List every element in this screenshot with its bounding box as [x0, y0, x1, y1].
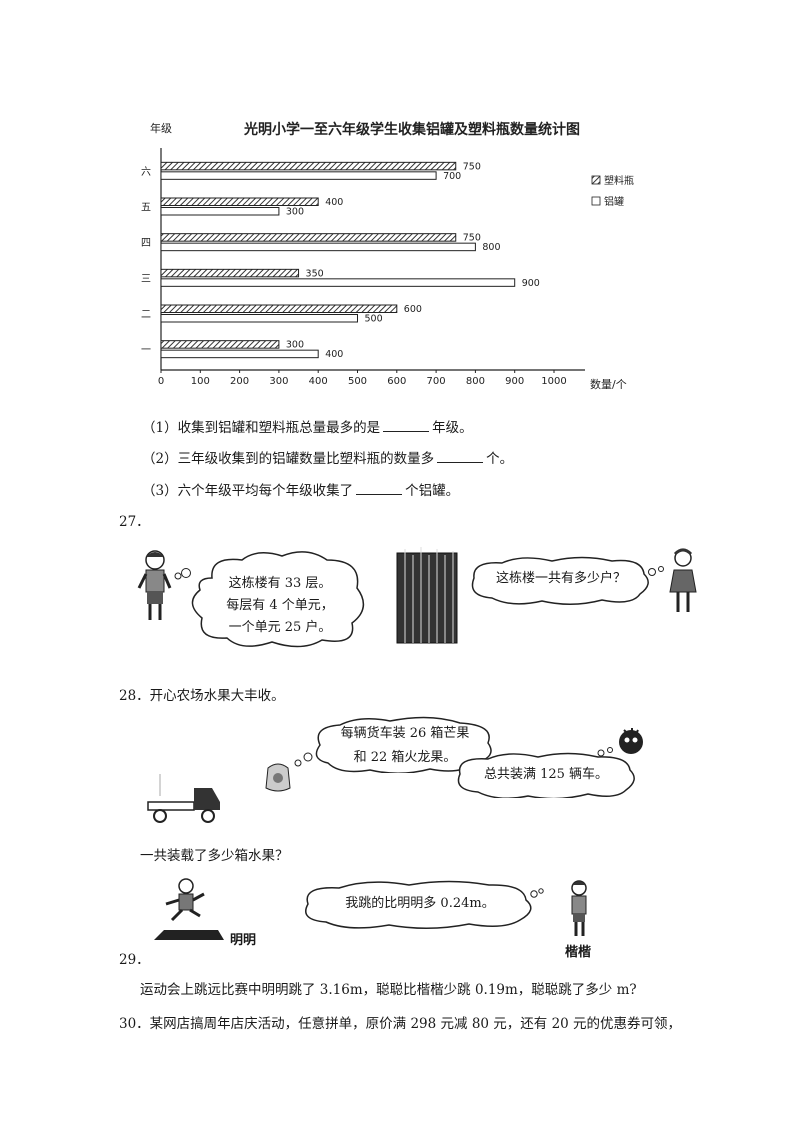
- x-tick-label: 300: [269, 376, 288, 387]
- bar-can: [160, 349, 319, 359]
- thought-cloud-jump: [305, 880, 544, 930]
- x-tick-label: 500: [348, 376, 367, 387]
- bar-plastic: [160, 340, 280, 349]
- data-label: 600: [404, 304, 422, 315]
- cloud-left-line-2: 每层有 4 个单元，: [226, 598, 334, 613]
- chart-title: 光明小学一至六年级学生收集铝罐及塑料瓶数量统计图: [243, 121, 580, 138]
- bar-plastic: [160, 268, 300, 278]
- problem-28-question: 一共装载了多少箱水果？: [140, 848, 289, 864]
- cloud-bubbles-fruit-2: [597, 747, 613, 757]
- data-label: 350: [306, 268, 324, 279]
- bag-illustration: [265, 763, 291, 792]
- x-tick-label: 800: [466, 376, 485, 387]
- problem-30-text: 30．某网店搞周年店庆活动，任意拼单，原价满 298 元减 80 元，还有 20…: [119, 1016, 682, 1032]
- cloud-fruit-2-text: 总共装满 125 辆车。: [483, 767, 609, 782]
- cloud-left-line-1: 这栋楼有 33 层。: [228, 576, 332, 591]
- thought-cloud-right: [471, 556, 664, 605]
- y-tick-label: 一: [141, 345, 151, 356]
- cloud-right-text: 这栋楼一共有多少户？: [495, 571, 626, 586]
- bar-plastic: [160, 304, 398, 313]
- building-illustration: [396, 547, 458, 644]
- question-3-suffix: 个铝罐。: [405, 483, 460, 499]
- x-tick-label: 600: [387, 376, 406, 387]
- legend-label-plastic: 塑料瓶: [604, 174, 634, 187]
- data-label: 400: [325, 197, 343, 208]
- question-1-suffix: 年级。: [432, 420, 473, 436]
- x-tick-label: 1000: [541, 376, 566, 387]
- problem-29-question: 运动会上跳远比赛中明明跳了 3.16m，聪聪比楷楷少跳 0.19m，聪聪跳了多少…: [140, 982, 637, 998]
- kaikai-illustration: [571, 880, 587, 936]
- legend-label-can: 铝罐: [604, 195, 624, 208]
- chart-legend: 塑料瓶 铝罐: [591, 174, 634, 208]
- bar-can: [160, 314, 358, 323]
- cloud-left-text: 这栋楼有 33 层。 每层有 4 个单元， 一个单元 25 户。: [210, 573, 350, 639]
- y-tick-label: 六: [141, 166, 151, 178]
- data-label: 300: [286, 207, 304, 218]
- question-2-suffix: 个。: [486, 451, 514, 467]
- name-mingming: 明明: [230, 933, 257, 948]
- thought-cloud-fruit-1: [294, 716, 492, 773]
- problem-29-number: 29．: [119, 952, 150, 968]
- name-kaikai: 楷楷: [565, 945, 592, 960]
- question-2-text: （2）三年级收集到的铝罐数量比塑料瓶的数量多: [142, 451, 435, 467]
- cloud-fruit-1-line-2: 和 22 箱火龙果。: [353, 750, 457, 765]
- y-tick-label: 二: [141, 310, 151, 321]
- bird-illustration: [619, 728, 643, 754]
- y-tick-label: 三: [141, 274, 151, 285]
- problem-27-number: 27．: [119, 514, 150, 530]
- answer-blank-3[interactable]: [356, 482, 403, 495]
- bar-can: [160, 242, 476, 252]
- x-tick-label: 0: [158, 376, 164, 387]
- bar-can: [160, 171, 437, 180]
- cloud-fruit-1-line-1: 每辆货车装 26 箱芒果: [340, 726, 470, 741]
- question-2: （2）三年级收集到的铝罐数量比塑料瓶的数量多 个。: [142, 447, 513, 467]
- answer-blank-2[interactable]: [437, 450, 484, 463]
- x-tick-label: 400: [309, 376, 328, 387]
- data-label: 700: [443, 171, 461, 182]
- bar-chart: 光明小学一至六年级学生收集铝罐及塑料瓶数量统计图 年级 数量/个 0 100 200…: [141, 121, 634, 391]
- boy-illustration: [137, 550, 172, 620]
- data-label: 800: [482, 242, 500, 253]
- x-tick-label: 700: [427, 376, 446, 387]
- bar-plastic: [160, 233, 457, 242]
- data-label: 750: [463, 161, 481, 172]
- data-label: 900: [522, 278, 540, 289]
- x-tick-label: 900: [505, 376, 524, 387]
- y-tick-label: 五: [141, 203, 151, 214]
- y-axis-label: 年级: [150, 121, 172, 135]
- bar-can: [160, 207, 280, 216]
- bar-plastic: [160, 161, 457, 171]
- bar-can: [160, 278, 516, 287]
- cloud-left-line-3: 一个单元 25 户。: [228, 620, 332, 635]
- cloud-jump-text: 我跳的比明明多 0.24m。: [345, 896, 495, 911]
- cloud-fruit-1-text: 每辆货车装 26 箱芒果 和 22 箱火龙果。: [330, 722, 480, 770]
- bar-plastic: [160, 197, 319, 206]
- question-3-text: （3）六个年级平均每个年级收集了: [142, 483, 354, 499]
- girl-illustration: [669, 548, 697, 612]
- question-1: （1）收集到铝罐和塑料瓶总量最多的是 年级。: [142, 416, 473, 436]
- data-label: 500: [365, 314, 383, 325]
- problem-28-heading: 28．开心农场水果大丰收。: [119, 688, 285, 704]
- jumping-boy-illustration: [154, 878, 224, 940]
- legend-swatch-plastic: [591, 175, 601, 185]
- question-1-text: （1）收集到铝罐和塑料瓶总量最多的是: [142, 420, 381, 436]
- question-3: （3）六个年级平均每个年级收集了 个铝罐。: [142, 479, 459, 499]
- x-tick-label: 200: [230, 376, 249, 387]
- truck-illustration: [147, 774, 220, 823]
- x-tick-label: 100: [191, 376, 210, 387]
- thought-cloud-fruit-2: [457, 752, 635, 798]
- data-label: 300: [286, 340, 304, 351]
- data-label: 400: [325, 349, 343, 360]
- thought-cloud-left: [174, 551, 365, 648]
- answer-blank-1[interactable]: [383, 419, 430, 432]
- y-tick-label: 四: [141, 238, 151, 249]
- data-label: 750: [463, 233, 481, 244]
- legend-swatch-can: [591, 196, 601, 206]
- x-axis-label: 数量/个: [590, 378, 627, 391]
